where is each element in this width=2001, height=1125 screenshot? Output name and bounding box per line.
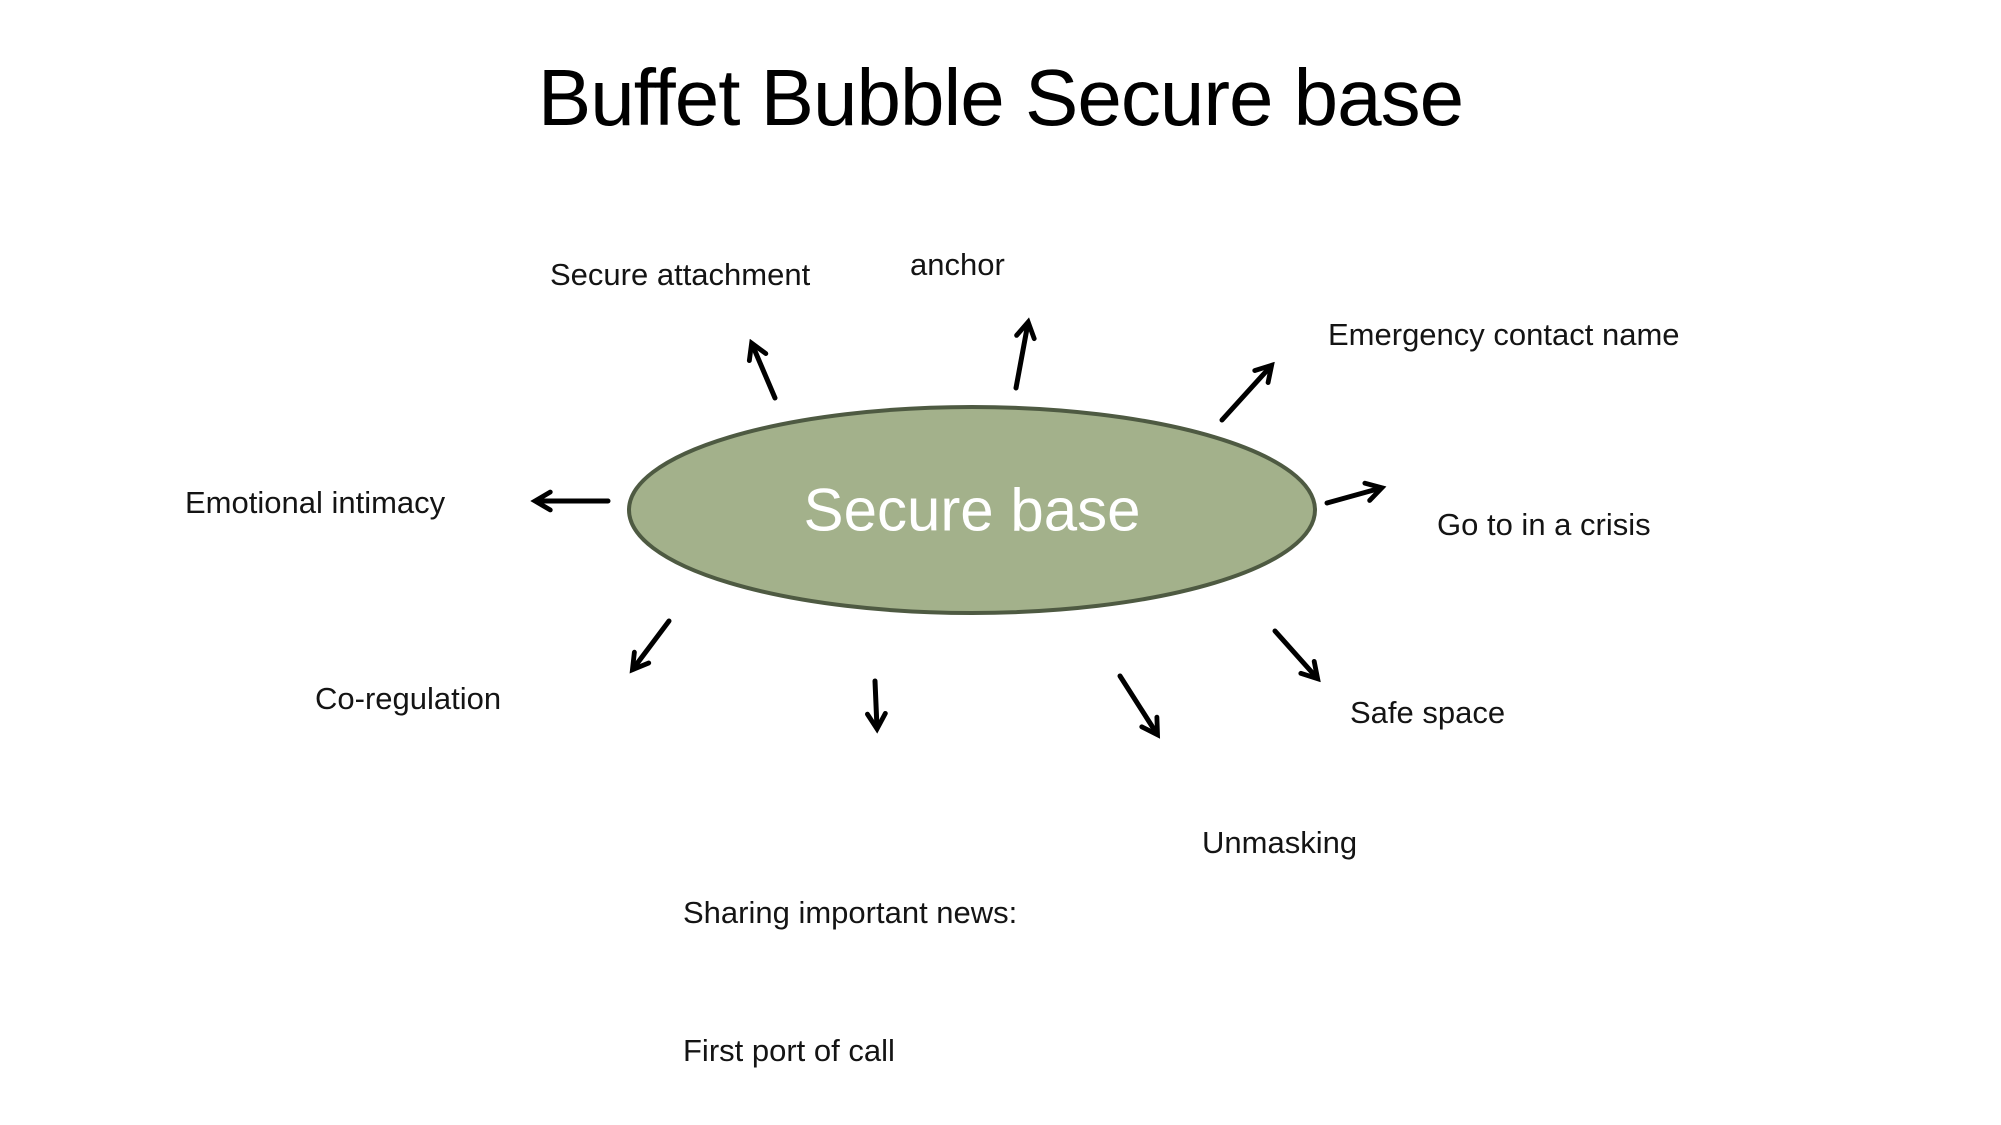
arrow-anchor-icon xyxy=(1013,323,1028,391)
node-label-sharing-news-line1: Sharing important news: xyxy=(683,895,1018,930)
diagram-title: Buffet Bubble Secure base xyxy=(537,53,1464,142)
node-label-anchor: anchor xyxy=(910,247,1005,282)
node-label-sharing-news-line2: First port of call xyxy=(683,1033,895,1068)
arrow-secure-attachment-icon xyxy=(752,344,778,401)
node-label-co-regulation: Co-regulation xyxy=(315,681,502,716)
node-label-go-to-crisis: Go to in a crisis xyxy=(1437,507,1651,542)
node-label-unmasking: Unmasking xyxy=(1202,825,1358,860)
node-label-secure-attachment: Secure attachment xyxy=(550,257,811,292)
arrow-safe-space-icon xyxy=(1272,628,1317,678)
node-label-emotional-intimacy: Emotional intimacy xyxy=(185,485,446,520)
arrow-go-to-crisis-icon xyxy=(1324,488,1381,506)
arrow-sharing-news-icon xyxy=(875,678,877,728)
arrow-co-regulation-icon xyxy=(633,618,672,669)
arrow-emergency-contact-icon xyxy=(1219,366,1271,423)
secure-base-ellipse xyxy=(627,405,1317,615)
node-label-emergency-contact: Emergency contact name xyxy=(1328,317,1680,352)
node-label-safe-space: Safe space xyxy=(1350,695,1506,730)
arrow-unmasking-icon xyxy=(1117,673,1157,734)
node-label-sharing-news: Sharing important news: First port of ca… xyxy=(683,798,1017,1125)
center-node-label: Secure base xyxy=(803,476,1141,544)
